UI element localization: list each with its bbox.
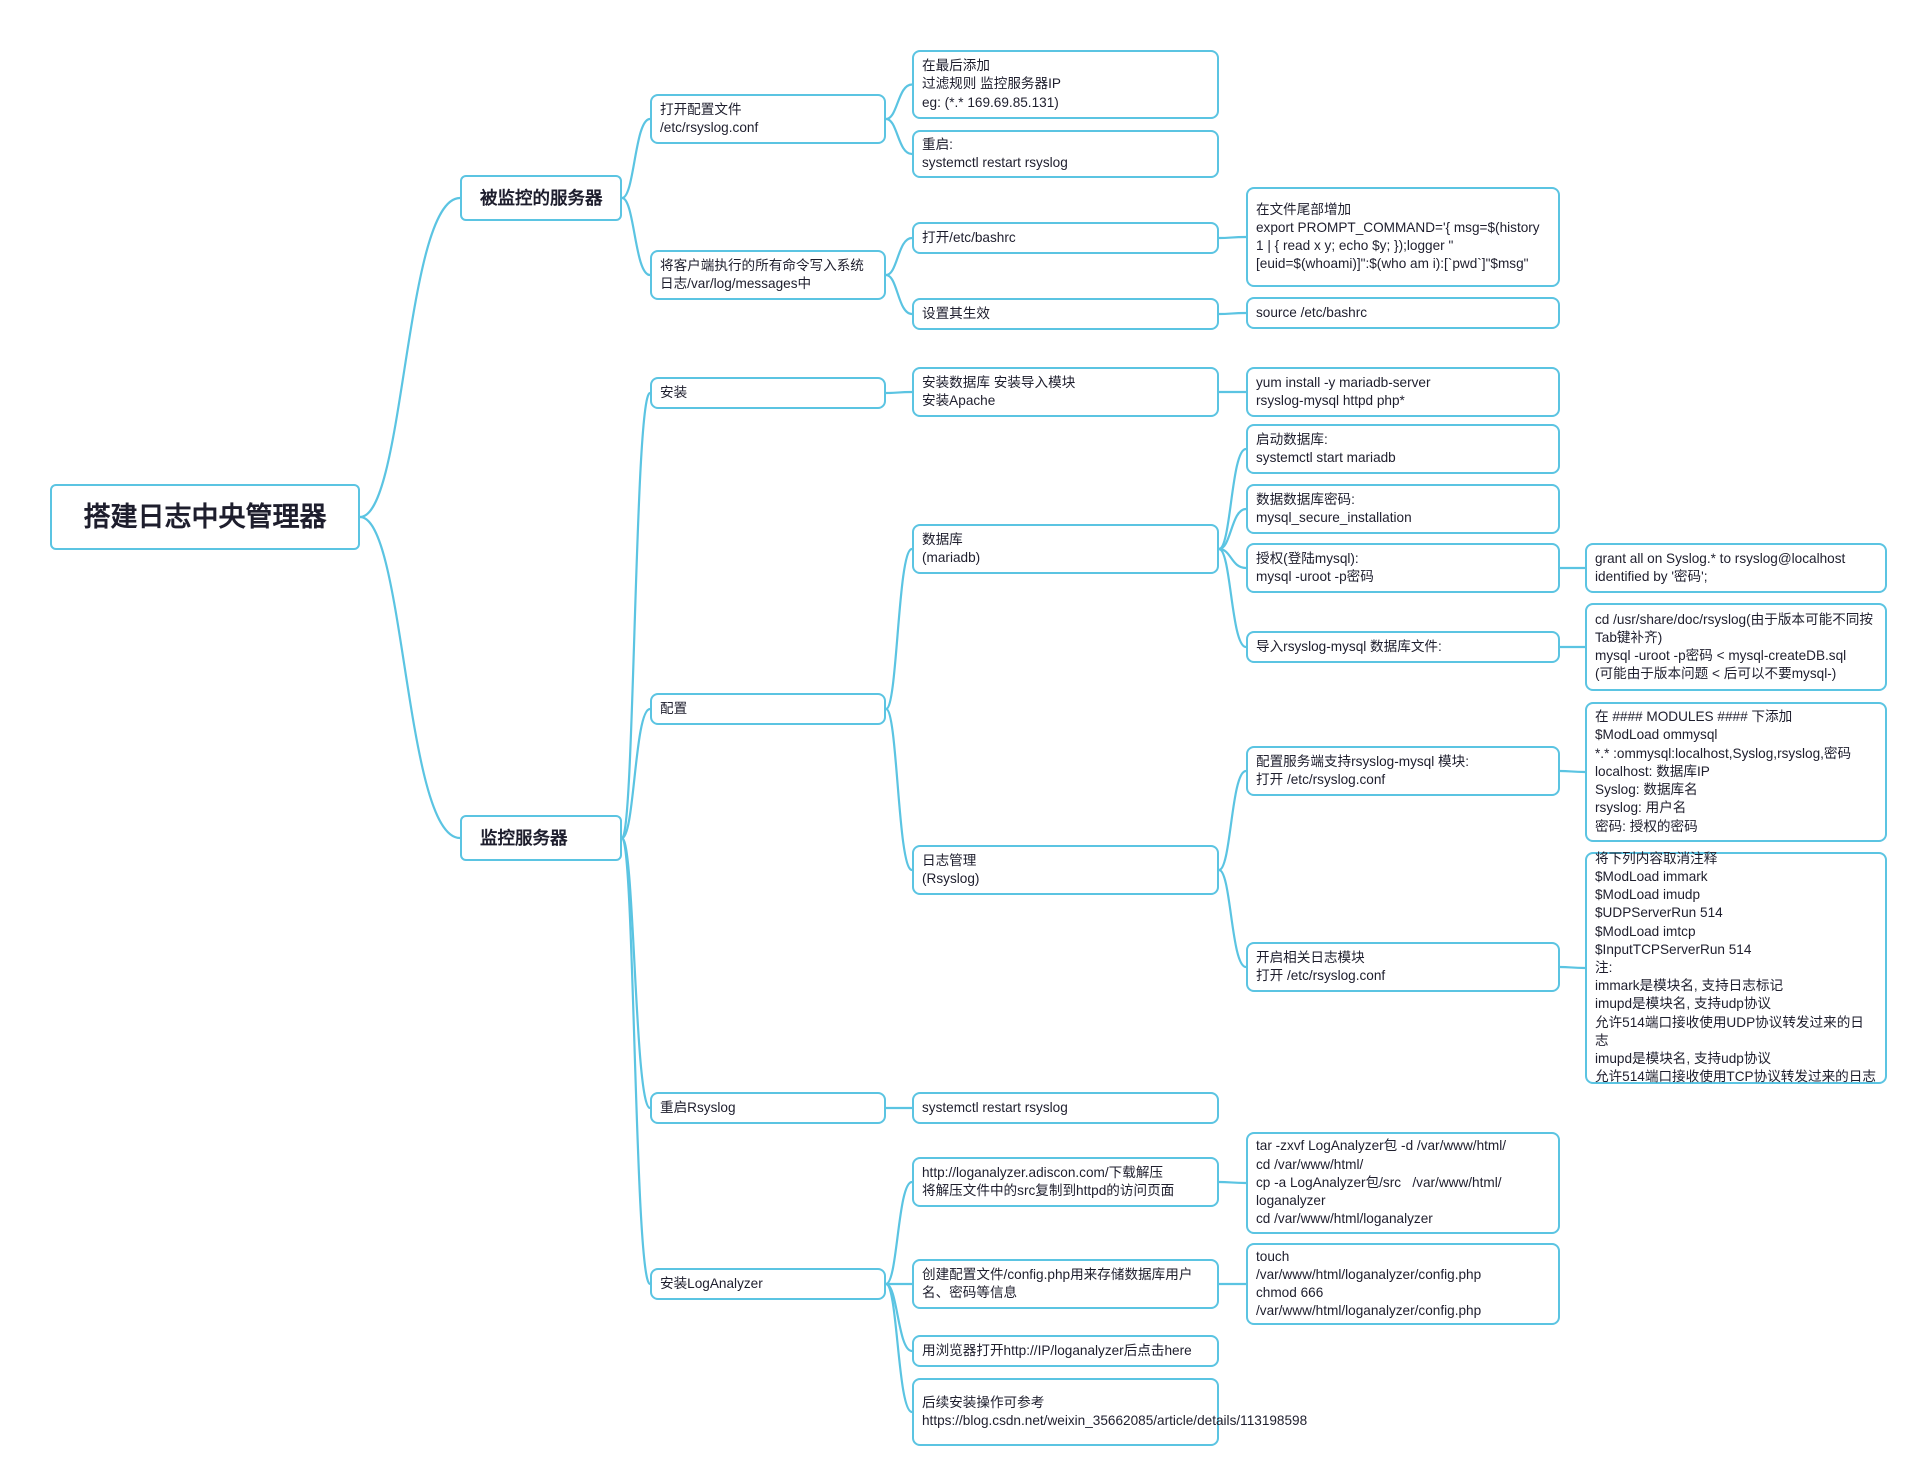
topic-create-config[interactable]: 创建配置文件/config.php用来存储数据库用户名、密码等信息 xyxy=(912,1259,1219,1309)
topic-monitored-server[interactable]: 被监控的服务器 xyxy=(460,175,622,221)
topic-monitor-server[interactable]: 监控服务器 xyxy=(460,815,622,861)
topic-grant-sql[interactable]: grant all on Syslog.* to rsyslog@localho… xyxy=(1585,543,1887,593)
connector-monitor-server-to-install xyxy=(620,391,652,840)
topic-modules[interactable]: 在 #### MODULES #### 下添加 $ModLoad ommysql… xyxy=(1585,702,1887,842)
connector-log-management-to-config-support xyxy=(1218,769,1247,872)
topic-restart-2[interactable]: systemctl restart rsyslog xyxy=(912,1092,1219,1124)
connector-config-to-database xyxy=(884,547,914,711)
connector-monitor-server-to-install-loganalyzer xyxy=(620,836,652,1286)
connector-monitored-server-to-open-conf xyxy=(621,117,651,200)
topic-open-conf[interactable]: 打开配置文件 /etc/rsyslog.conf xyxy=(650,94,886,144)
connector-open-conf-to-restart-1 xyxy=(885,117,913,156)
topic-install-loganalyzer[interactable]: 安装LogAnalyzer xyxy=(650,1268,886,1300)
topic-browser[interactable]: 用浏览器打开http://IP/loganalyzer后点击here xyxy=(912,1335,1219,1367)
connector-install-loganalyzer-to-reference xyxy=(884,1282,913,1414)
topic-install-db[interactable]: 安装数据库 安装导入模块 安装Apache xyxy=(912,367,1219,417)
topic-yum-install[interactable]: yum install -y mariadb-server rsyslog-my… xyxy=(1246,367,1560,417)
connector-database-to-import-db xyxy=(1218,547,1247,649)
topic-reference[interactable]: 后续安装操作可参考 https://blog.csdn.net/weixin_3… xyxy=(912,1378,1307,1446)
topic-client-commands[interactable]: 将客户端执行的所有命令写入系统日志/var/log/messages中 xyxy=(650,250,886,300)
connector-client-commands-to-set-effect xyxy=(885,273,913,316)
topic-append-rule[interactable]: 在最后添加 过滤规则 监控服务器IP eg: (*.* 169.69.85.13… xyxy=(912,50,1219,119)
connector-client-commands-to-open-bashrc xyxy=(885,236,913,277)
topic-import-db[interactable]: 导入rsyslog-mysql 数据库文件: xyxy=(1246,631,1560,663)
topic-open-bashrc[interactable]: 打开/etc/bashrc xyxy=(912,222,1219,254)
topic-source-bashrc[interactable]: source /etc/bashrc xyxy=(1246,297,1560,329)
topic-config[interactable]: 配置 xyxy=(650,693,886,725)
topic-restart-rsyslog[interactable]: 重启Rsyslog xyxy=(650,1092,886,1124)
topic-log-management[interactable]: 日志管理 (Rsyslog) xyxy=(912,845,1219,895)
topic-touch-commands[interactable]: touch /var/www/html/loganalyzer/config.p… xyxy=(1246,1243,1560,1325)
connector-enable-modules-to-uncomment xyxy=(1559,965,1586,970)
connector-root-to-monitor-server xyxy=(359,515,461,840)
topic-uncomment[interactable]: 将下列内容取消注释 $ModLoad immark $ModLoad imudp… xyxy=(1585,851,1887,1084)
connector-config-to-log-management xyxy=(884,707,914,872)
topic-database[interactable]: 数据库 (mariadb) xyxy=(912,524,1219,574)
connector-log-management-to-enable-modules xyxy=(1218,868,1247,969)
connector-open-conf-to-append-rule xyxy=(885,83,913,121)
connector-config-support-to-modules xyxy=(1559,769,1586,774)
connector-install-loganalyzer-to-download xyxy=(885,1180,913,1286)
topic-config-support[interactable]: 配置服务端支持rsyslog-mysql 模块: 打开 /etc/rsyslog… xyxy=(1246,746,1560,796)
connector-monitored-server-to-client-commands xyxy=(621,196,651,277)
connector-database-to-start-db xyxy=(1218,447,1247,551)
topic-import-commands[interactable]: cd /usr/share/doc/rsyslog(由于版本可能不同按Tab键补… xyxy=(1585,603,1887,691)
connector-open-bashrc-to-bashrc-content xyxy=(1218,235,1247,240)
topic-install[interactable]: 安装 xyxy=(650,377,886,409)
connector-install-loganalyzer-to-browser xyxy=(885,1282,913,1353)
topic-start-db[interactable]: 启动数据库: systemctl start mariadb xyxy=(1246,424,1560,474)
topic-download[interactable]: http://loganalyzer.adiscon.com/下载解压 将解压文… xyxy=(912,1157,1219,1207)
topic-restart-1[interactable]: 重启: systemctl restart rsyslog xyxy=(912,130,1219,178)
connector-root-to-monitored-server xyxy=(359,196,461,519)
connector-database-to-db-password xyxy=(1218,507,1247,551)
topic-tar-commands[interactable]: tar -zxvf LogAnalyzer包 -d /var/www/html/… xyxy=(1246,1132,1560,1234)
topic-grant[interactable]: 授权(登陆mysql): mysql -uroot -p密码 xyxy=(1246,543,1560,593)
connector-install-to-install-db xyxy=(885,390,913,395)
topic-db-password[interactable]: 数据数据库密码: mysql_secure_installation xyxy=(1246,484,1560,534)
connector-monitor-server-to-restart-rsyslog xyxy=(620,836,652,1110)
connector-monitor-server-to-config xyxy=(620,707,651,840)
topic-set-effect[interactable]: 设置其生效 xyxy=(912,298,1219,330)
root-topic[interactable]: 搭建日志中央管理器 xyxy=(50,484,360,550)
connector-set-effect-to-source-bashrc xyxy=(1218,311,1247,316)
topic-bashrc-content[interactable]: 在文件尾部增加 export PROMPT_COMMAND='{ msg=$(h… xyxy=(1246,187,1560,287)
topic-enable-modules[interactable]: 开启相关日志模块 打开 /etc/rsyslog.conf xyxy=(1246,942,1560,992)
connector-download-to-tar-commands xyxy=(1218,1180,1247,1185)
